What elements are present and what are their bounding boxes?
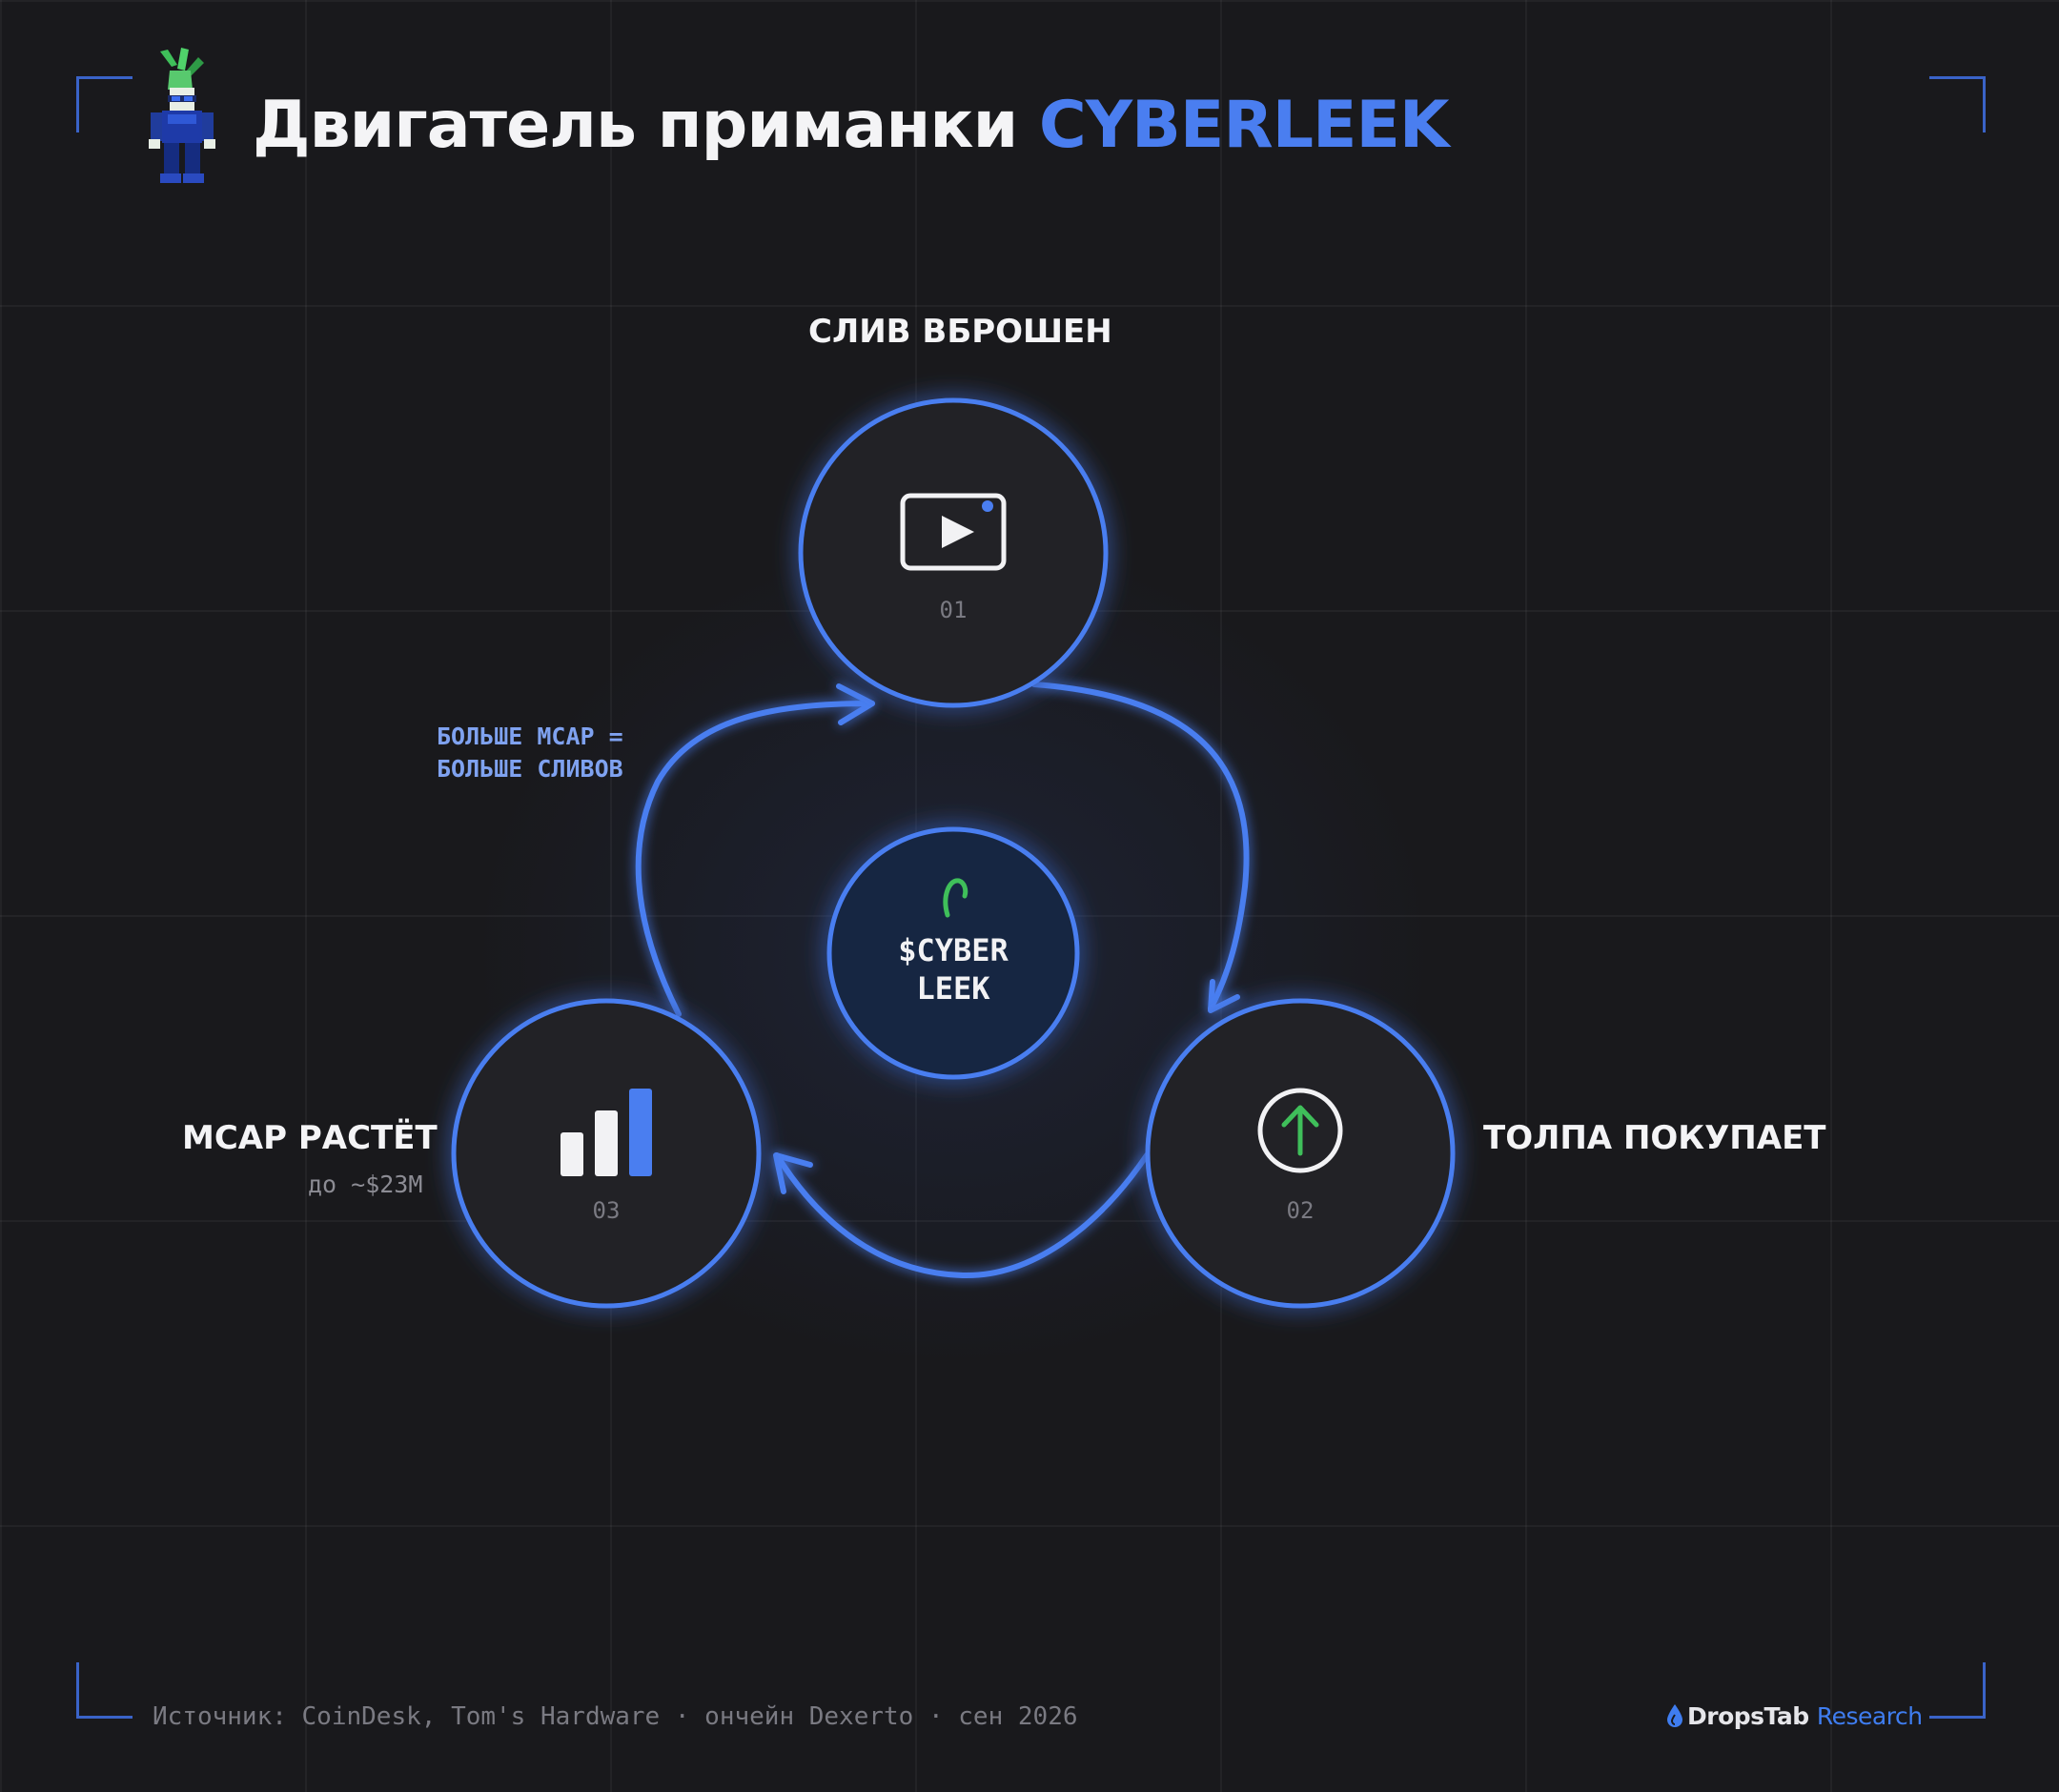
corner-bracket-top-left	[76, 76, 133, 132]
node-01: 01	[798, 397, 1109, 708]
node-02-label: ТОЛПА ПОКУПАЕТ	[1483, 1119, 1826, 1157]
arrow-01-to-02	[1031, 682, 1250, 1011]
title-accent: CYBERLEEK	[1038, 88, 1450, 163]
node-01-number: 01	[940, 597, 968, 623]
node-03-number: 03	[593, 1197, 621, 1224]
feedback-line1: БОЛЬШЕ MCAP =	[437, 723, 623, 750]
page-title: Двигатель приманки CYBERLEEK	[253, 88, 1450, 163]
footer-source: Источник: CoinDesk, Tom's Hardware · онч…	[153, 1702, 1078, 1731]
node-01-label: СЛИВ ВБРОШЕН	[808, 313, 1112, 351]
node-03: 03	[451, 998, 762, 1309]
title-text: Двигатель приманки	[253, 88, 1018, 163]
node-03-label: MCAP РАСТЁТ	[182, 1119, 438, 1157]
feedback-line2: БОЛЬШЕ СЛИВОВ	[437, 755, 623, 783]
brand-accent: Research	[1816, 1702, 1923, 1730]
node-02: 02	[1145, 998, 1456, 1309]
corner-bracket-top-right	[1929, 76, 1986, 132]
node-02-number: 02	[1287, 1197, 1315, 1224]
arrow-02-to-03	[774, 1152, 1150, 1279]
drop-icon	[1667, 1704, 1682, 1727]
arrow-03-to-01	[635, 701, 875, 1017]
feedback-note: БОЛЬШЕ MCAP = БОЛЬШЕ СЛИВОВ	[437, 721, 623, 785]
corner-bracket-bottom-left	[76, 1662, 133, 1719]
center-token: $CYBER LEEK	[826, 826, 1080, 1080]
video-play-icon	[900, 493, 1007, 571]
brand-logo: DropsTab Research	[1666, 1702, 1923, 1730]
leek-sprout-icon	[943, 878, 968, 918]
center-token-line2: LEEK	[916, 970, 990, 1007]
center-token-line1: $CYBER	[898, 932, 1009, 968]
corner-bracket-bottom-right	[1929, 1662, 1986, 1719]
arrow-up-circle-icon	[1257, 1088, 1343, 1173]
node-03-sublabel: до ~$23M	[308, 1171, 423, 1198]
cyberleek-mascot-icon	[149, 48, 215, 183]
arrowhead-02-to-03	[773, 1152, 813, 1194]
arrowhead-01-to-02	[1208, 979, 1240, 1013]
brand-name: DropsTab	[1687, 1702, 1809, 1730]
arrowhead-03-to-01	[836, 683, 875, 725]
bar-chart-icon	[561, 1089, 652, 1176]
